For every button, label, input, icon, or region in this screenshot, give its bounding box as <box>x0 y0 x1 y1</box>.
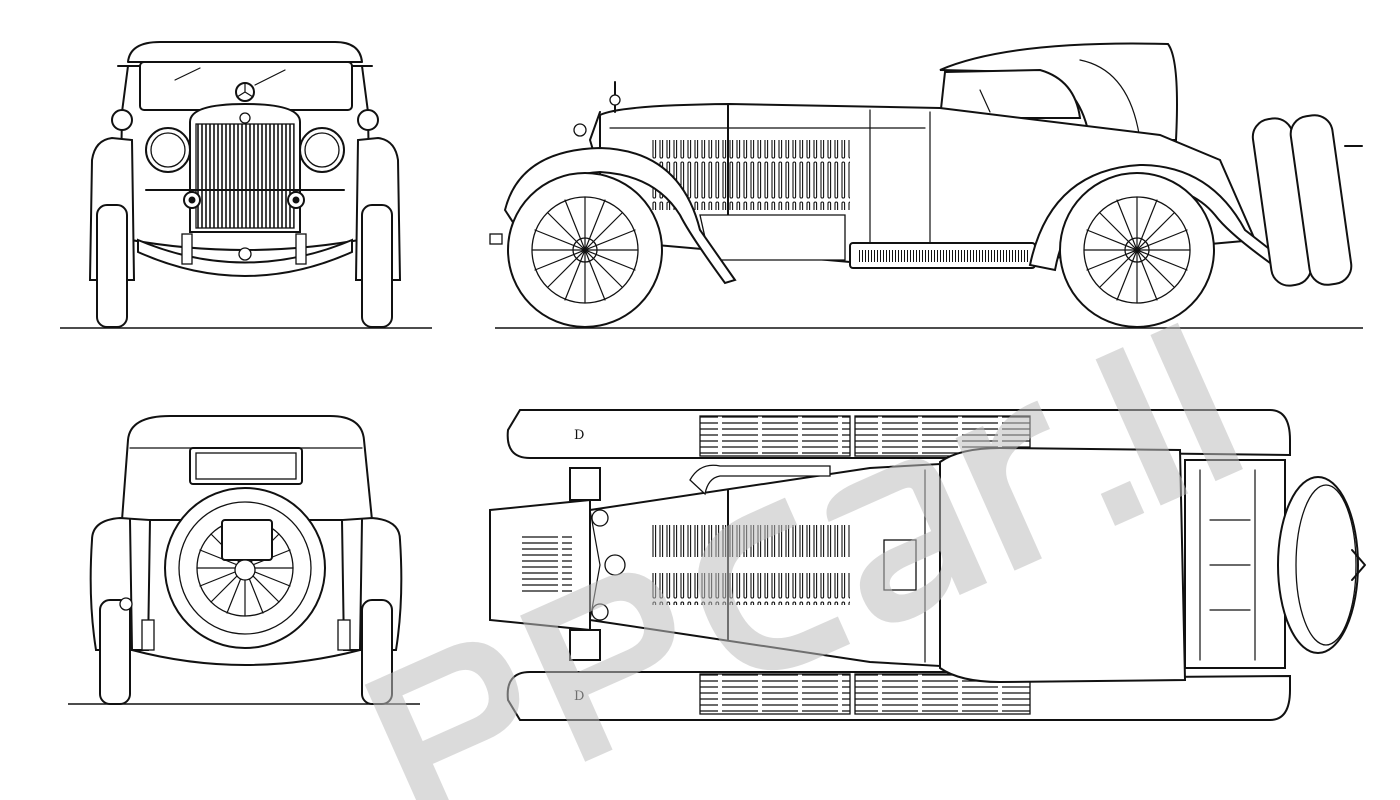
top-exhaust-pipes <box>689 464 831 496</box>
rear-license-plate <box>221 519 273 561</box>
top-lower-running-board <box>699 673 851 715</box>
top-upper-fender-marker: D <box>574 428 584 443</box>
watermark-glyph-1 <box>364 641 520 800</box>
watermark-glyph-4 <box>826 458 988 623</box>
side-rear-wheel-spokes <box>1083 196 1191 304</box>
front-view <box>60 41 432 329</box>
watermark-glyph-6 <box>1095 322 1243 506</box>
front-left-side-lamp <box>111 109 133 131</box>
front-right-tire <box>361 204 393 328</box>
rear-left-tire <box>99 599 131 705</box>
top-upper-running-board <box>699 415 851 457</box>
watermark-glyph-3 <box>697 497 851 671</box>
side-front-wheel-spokes <box>531 196 639 304</box>
watermark <box>364 322 1243 800</box>
front-roof <box>127 41 363 63</box>
watermark-glyph-5 <box>955 400 1050 571</box>
side-window <box>938 68 1082 119</box>
side-view <box>489 42 1363 329</box>
front-right-side-lamp <box>357 109 379 131</box>
front-bumper <box>137 238 353 277</box>
front-radiator-grille <box>195 123 295 229</box>
front-left-tire <box>96 204 128 328</box>
top-bonnet-louvers-lower <box>650 573 850 605</box>
watermark-dot <box>1100 480 1145 526</box>
side-spare-tire-2 <box>1289 114 1353 286</box>
rear-view <box>68 415 420 705</box>
watermark-glyph-2 <box>520 572 675 762</box>
